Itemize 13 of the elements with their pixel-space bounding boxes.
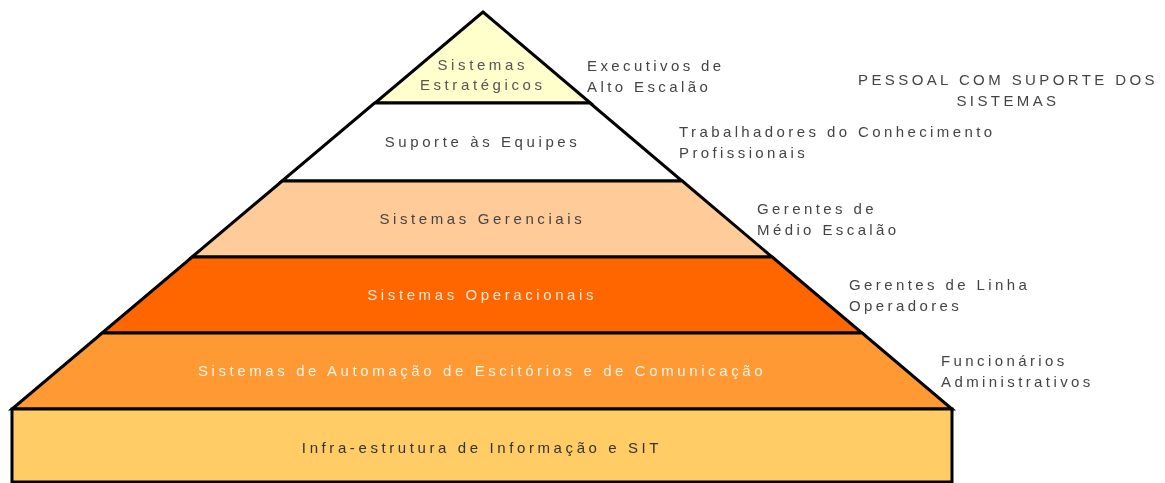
staff-caption: Funcionários Administrativos bbox=[941, 351, 1095, 392]
column-heading: PESSOAL COM SUPORTE DOS SISTEMAS bbox=[858, 70, 1158, 111]
staff-caption: Gerentes de Linha bbox=[849, 275, 1031, 295]
layer-label: Infra-estrutura de Informação e SIT bbox=[300, 438, 664, 458]
layer-label: Suporte às Equipes bbox=[383, 132, 582, 152]
layer-label: Sistemas Gerenciais bbox=[378, 209, 587, 229]
pyramid-layer bbox=[12, 409, 952, 482]
staff-caption: Profissionais bbox=[679, 143, 809, 163]
staff-caption: Operadores bbox=[849, 296, 963, 316]
staff-caption: Trabalhadores do Conhecimento bbox=[679, 122, 996, 142]
staff-caption: Gerentes de Médio Escalão bbox=[757, 199, 901, 240]
staff-caption: Executivos de Alto Escalão bbox=[587, 56, 726, 97]
layer-label: Sistemas Operacionais bbox=[366, 285, 599, 305]
